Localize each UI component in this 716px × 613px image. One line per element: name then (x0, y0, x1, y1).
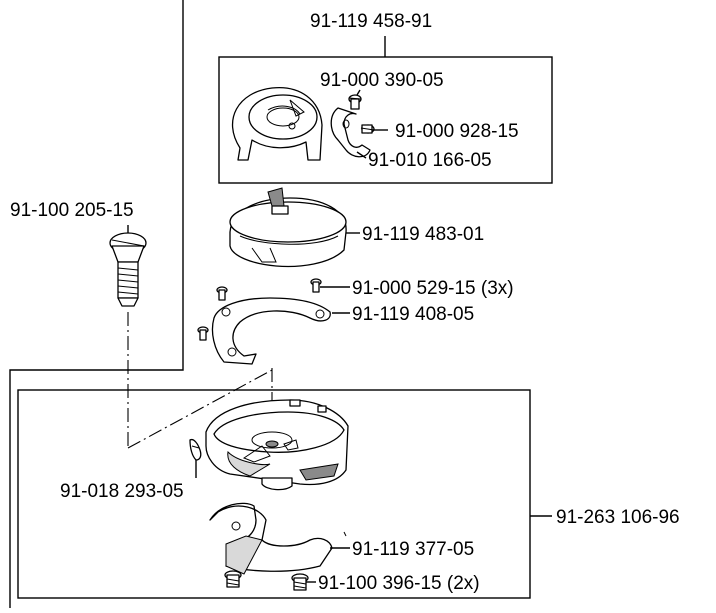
label-bobbin-case: 91-119 483-01 (362, 224, 484, 245)
label-assembly-top: 91-119 458-91 (310, 11, 432, 32)
screw-a-leader (356, 89, 361, 96)
hook-assembly-box (17, 389, 531, 599)
label-small-screws: 91-000 529-15 (3x) (352, 278, 514, 299)
guard-plate-part (209, 502, 347, 575)
label-bottom-screws: 91-100 396-15 (2x) (318, 573, 480, 594)
label-guard-plate: 91-119 377-05 (352, 539, 474, 560)
bobbin-case-part (229, 187, 347, 268)
label-spring: 91-010 166-05 (368, 150, 492, 171)
label-screw-a: 91-000 390-05 (320, 70, 444, 91)
bobbin-cap-part (231, 87, 323, 161)
screw-b-part (360, 124, 375, 134)
label-ring-plate: 91-119 408-05 (352, 304, 474, 325)
frame-lines (9, 0, 184, 608)
label-shaft-screw: 91-100 205-15 (10, 200, 134, 221)
shaft-screw-part (109, 232, 147, 307)
small-screws-part (197, 278, 322, 341)
label-screw-b: 91-000 928-15 (395, 121, 519, 142)
rotary-hook-part (205, 399, 349, 491)
ring-plate-part (211, 297, 331, 365)
spring-leader (356, 151, 367, 159)
spring-part (330, 107, 371, 158)
left-frame-line (9, 0, 184, 608)
label-pin: 91-018 293-05 (60, 481, 184, 502)
label-hook-assembly: 91-263 106-96 (556, 507, 680, 528)
bottom-screws-part (224, 570, 309, 591)
screw-a-part (348, 94, 362, 110)
pin-part (189, 438, 202, 461)
